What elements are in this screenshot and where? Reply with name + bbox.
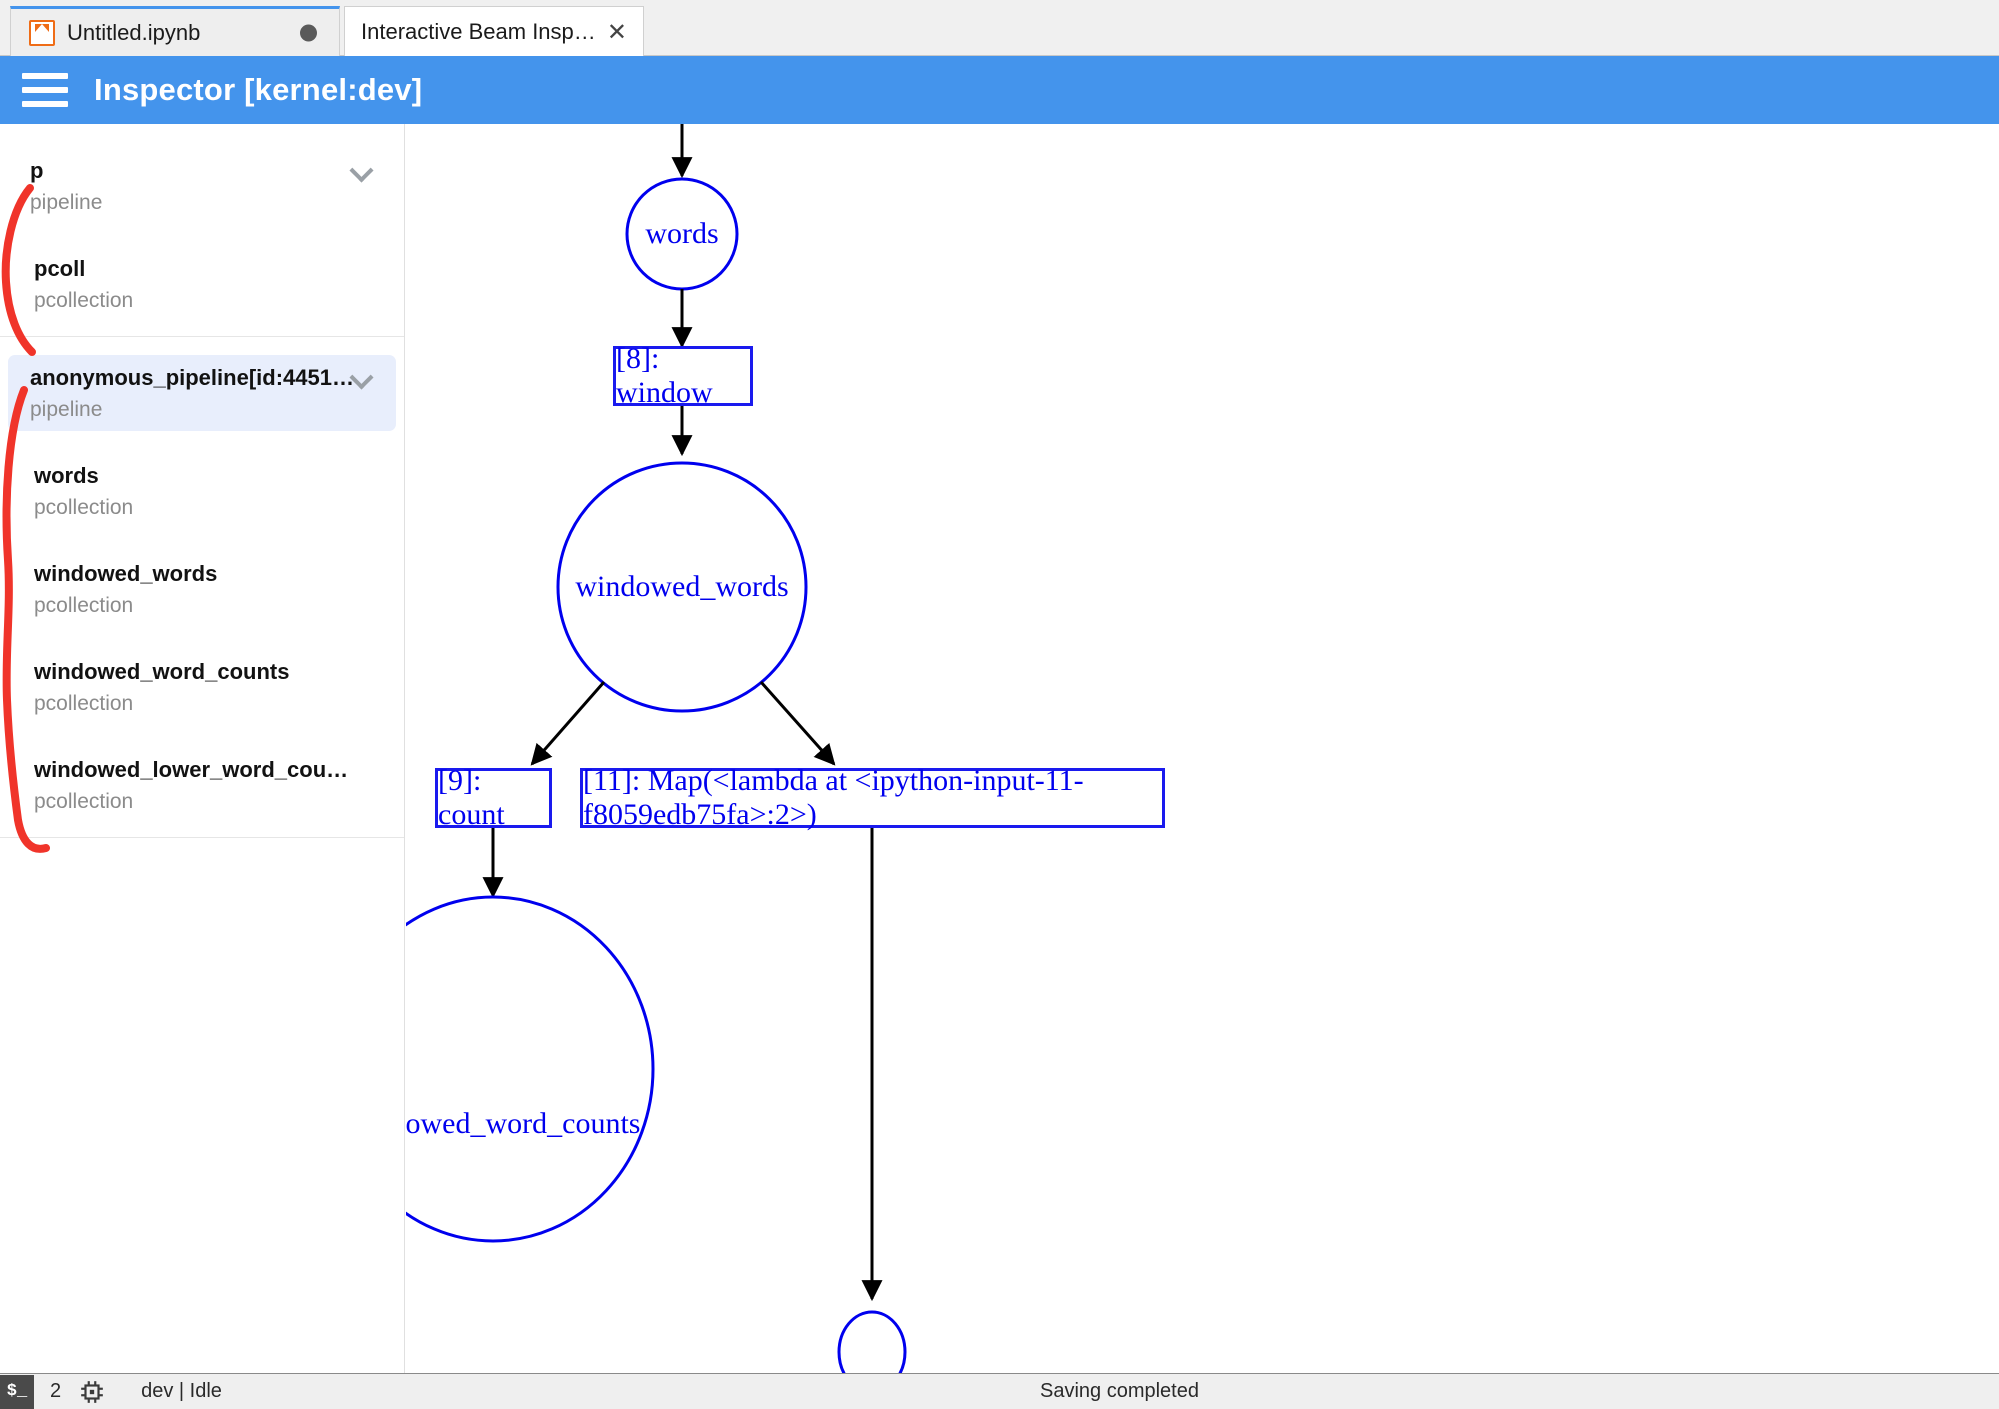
sidebar-item-type: pcollection [34, 790, 134, 813]
sidebar-group-p: p pipeline pcoll pcollection [0, 124, 404, 337]
sidebar-item-label: anonymous_pipeline[id:44516… [30, 365, 356, 390]
tab-label: Untitled.ipynb [67, 19, 201, 45]
save-status: Saving completed [1040, 1380, 1199, 1402]
graph-label-windowed-words: windowed_words [575, 570, 789, 603]
sidebar-item-label: windowed_lower_word_counts [34, 757, 356, 782]
kernel-status[interactable]: dev | Idle [141, 1380, 222, 1402]
sidebar-item-type: pipeline [30, 191, 103, 214]
sidebar-item-windowed-lower-word-counts[interactable]: windowed_lower_word_counts pcollection [8, 747, 396, 823]
sidebar-item-type: pcollection [34, 496, 134, 519]
tab-bar: Untitled.ipynb Interactive Beam Inspecto… [0, 0, 1999, 56]
notebook-icon [29, 19, 55, 46]
cpu-chip-glyph [81, 1380, 103, 1403]
pipeline-graph-svg [406, 124, 907, 1373]
edge-windowed-words-count [530, 681, 606, 766]
sidebar-item-label: windowed_words [34, 561, 218, 586]
edge-windowed-words-map [759, 681, 836, 766]
spacer [0, 224, 404, 246]
spacer [0, 529, 404, 551]
close-icon[interactable]: ✕ [606, 17, 627, 46]
spacer [0, 725, 404, 747]
graph-node-windowed-words[interactable] [556, 461, 808, 713]
sidebar-item-type: pcollection [34, 692, 134, 715]
sidebar-item-pcoll[interactable]: pcoll pcollection [8, 246, 396, 322]
sidebar-item-type: pcollection [34, 594, 134, 617]
graph-label-window: [8]: window [616, 342, 713, 409]
tab-interactive-beam-inspector[interactable]: Interactive Beam Inspector ✕ [344, 6, 644, 56]
sidebar-item-label: pcoll [34, 256, 86, 281]
sidebar-item-p[interactable]: p pipeline [8, 148, 396, 224]
sidebar-item-words[interactable]: words pcollection [8, 453, 396, 529]
spacer [0, 627, 404, 649]
graph-node-windowed-word-counts[interactable] [406, 895, 655, 1243]
sidebar-item-windowed-words[interactable]: windowed_words pcollection [8, 551, 396, 627]
sidebar-item-type: pcollection [34, 289, 134, 312]
terminal-icon-label: $_ [6, 1382, 28, 1401]
inspector-toolbar: Inspector [kernel:dev] [0, 56, 1999, 124]
sidebar-item-windowed-word-counts[interactable]: windowed_word_counts pcollection [8, 649, 396, 725]
unsaved-indicator-icon[interactable] [300, 24, 317, 41]
sidebar-item-label: p [30, 158, 44, 183]
graph-label-map: [11]: Map(<lambda at <ipython-input-11-f… [583, 764, 1084, 831]
sidebar-item-type: pipeline [30, 398, 103, 421]
chevron-down-icon[interactable] [352, 369, 374, 381]
tab-untitled-ipynb[interactable]: Untitled.ipynb [10, 6, 340, 56]
pipeline-graph-canvas[interactable]: words [8]: window windowed_words [9]: co… [406, 124, 1999, 1373]
graph-node-count[interactable]: [9]: count [435, 764, 552, 831]
hamburger-icon[interactable] [22, 73, 68, 107]
terminal-icon[interactable]: $_ [0, 1374, 34, 1409]
chevron-down-icon[interactable] [352, 162, 374, 174]
sidebar-item-label: windowed_word_counts [34, 659, 290, 684]
cpu-chip-icon[interactable] [79, 1379, 105, 1405]
sidebar-item-label: words [34, 463, 99, 488]
sidebar-item-anonymous-pipeline[interactable]: anonymous_pipeline[id:44516… pipeline [8, 355, 396, 431]
spacer [0, 431, 404, 453]
graph-label-windowed-word-counts: windowed_word_counts [406, 1107, 641, 1140]
sidebar-group-anonymous-pipeline: anonymous_pipeline[id:44516… pipeline wo… [0, 337, 404, 838]
graph-node-map[interactable]: [11]: Map(<lambda at <ipython-input-11-f… [580, 764, 1165, 831]
inspectables-sidebar[interactable]: p pipeline pcoll pcollection anonymous_p… [0, 124, 405, 1373]
graph-label-count: [9]: count [438, 764, 505, 831]
page-title: Inspector [kernel:dev] [94, 72, 423, 107]
tab-label: Interactive Beam Inspector [361, 18, 597, 44]
graph-node-window[interactable]: [8]: window [613, 342, 753, 409]
graph-label-words: words [645, 217, 719, 250]
status-bar: $_ 2 dev | Idle Saving completed [0, 1373, 1999, 1409]
terminal-count: 2 [50, 1380, 62, 1402]
graph-node-unlabeled[interactable] [837, 1310, 907, 1373]
